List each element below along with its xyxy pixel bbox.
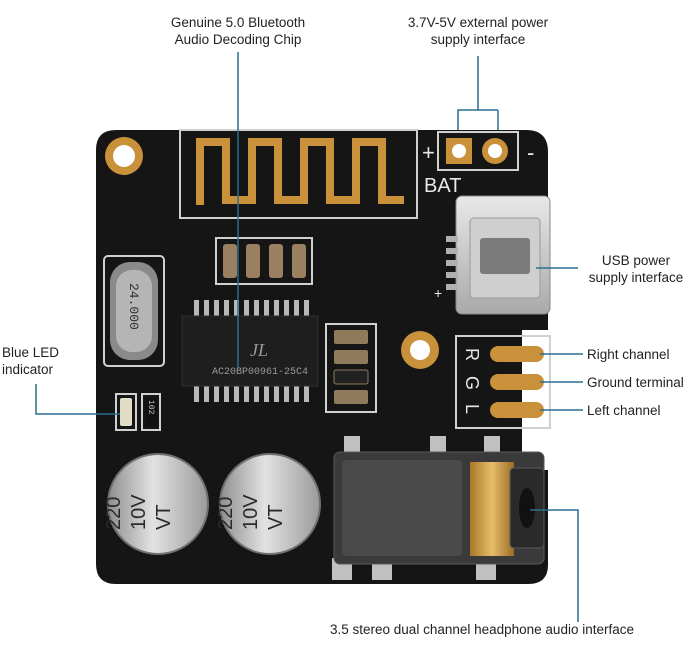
chip-callout-line2: Audio Decoding Chip (174, 32, 302, 47)
mounting-hole (105, 137, 143, 175)
bat-plus-sign: + (422, 140, 435, 165)
electrolytic-capacitor (219, 453, 321, 555)
cap-text-10v: 10V (240, 494, 262, 530)
power-callout: 3.7V-5V external power supply interface (386, 14, 570, 48)
led-callout-line2: indicator (2, 362, 54, 377)
usb-callout-line2: supply interface (588, 270, 684, 285)
ground-pad (490, 374, 544, 390)
bat-pad-frame (437, 131, 519, 171)
cap-text-220: 220 (103, 497, 125, 530)
chip-logo: JL (250, 340, 268, 360)
jack-callout: 3.5 stereo dual channel headphone audio … (330, 622, 634, 637)
smd-component-group (325, 323, 377, 413)
usb-connector (446, 195, 551, 315)
pad-letter-l: L (462, 404, 482, 414)
chip-callout: Genuine 5.0 Bluetooth Audio Decoding Chi… (140, 14, 336, 48)
blue-led (115, 393, 137, 431)
led-callout-line1: Blue LED (2, 345, 60, 360)
chip-marking: AC20BP00961-25C4 (212, 367, 308, 378)
led-callout: Blue LED indicator (2, 344, 59, 378)
chip-callout-line1: Genuine 5.0 Bluetooth (170, 15, 306, 30)
pad-letter-g: G (462, 376, 482, 390)
mounting-hole (401, 331, 439, 369)
right-channel-callout: Right channel (587, 347, 670, 362)
cap-text-10v: 10V (128, 494, 150, 530)
usb-plus-sign: + (434, 285, 442, 301)
usb-callout-line1: USB power (601, 253, 671, 268)
bat-minus-sign: - (527, 140, 534, 165)
cap-text-220: 220 (215, 497, 237, 530)
left-channel-pad (490, 402, 544, 418)
bluetooth-chip (181, 300, 319, 402)
headphone-jack (332, 436, 545, 580)
antenna-trace (196, 138, 404, 205)
pad-letter-r: R (462, 348, 482, 361)
ground-terminal-callout: Ground terminal (587, 375, 684, 390)
bat-pad-positive (446, 138, 472, 164)
cap-text-vt: VT (153, 504, 175, 530)
right-channel-pad (490, 346, 544, 362)
cap-text-vt: VT (265, 504, 287, 530)
crystal-marking: 24.000 (126, 283, 141, 330)
callout-lines (35, 52, 583, 622)
crystal-oscillator (103, 255, 165, 367)
resistor-marking: 102 (146, 400, 155, 415)
left-channel-callout: Left channel (587, 403, 661, 418)
power-callout-line1: 3.7V-5V external power (407, 15, 549, 30)
electrolytic-capacitor (107, 453, 209, 555)
power-callout-line2: supply interface (430, 32, 526, 47)
smd-capacitor-group (215, 237, 313, 285)
bat-pad-negative (482, 138, 508, 164)
antenna-silkscreen-frame (179, 129, 418, 219)
usb-callout: USB power supply interface (582, 252, 690, 286)
bat-label: BAT (424, 175, 461, 197)
smd-resistor (141, 393, 161, 431)
